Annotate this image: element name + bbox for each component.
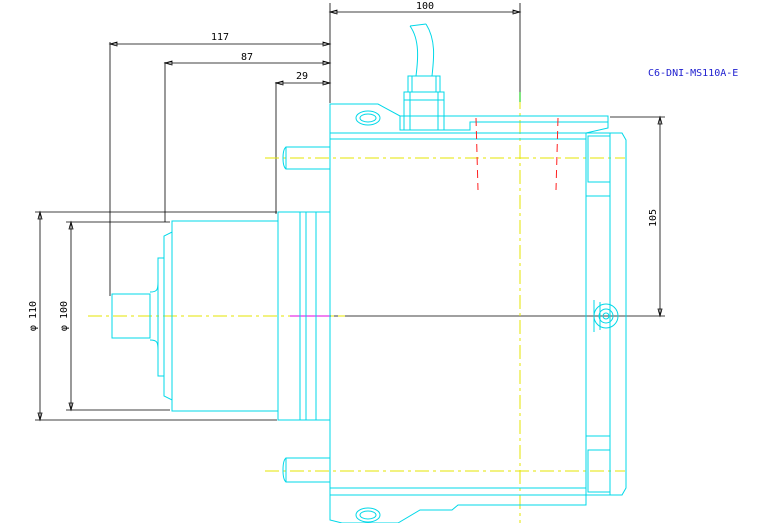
part-code-label: C6-DNI-MS110A-E [648,68,738,79]
centerlines [88,92,625,523]
dim-mounting-height: 105 [648,209,659,227]
dim-overall-length: 117 [211,32,229,43]
dimension-lines [35,3,665,422]
dim-flange-diameter: φ 110 [28,301,39,331]
dim-flange-thickness: 29 [296,71,308,82]
dim-pilot-diameter: φ 100 [59,301,70,331]
hidden-lines [475,117,559,191]
part-outline [111,23,627,523]
dim-shaft-to-flange: 87 [241,52,253,63]
dim-top-width: 100 [416,1,434,12]
